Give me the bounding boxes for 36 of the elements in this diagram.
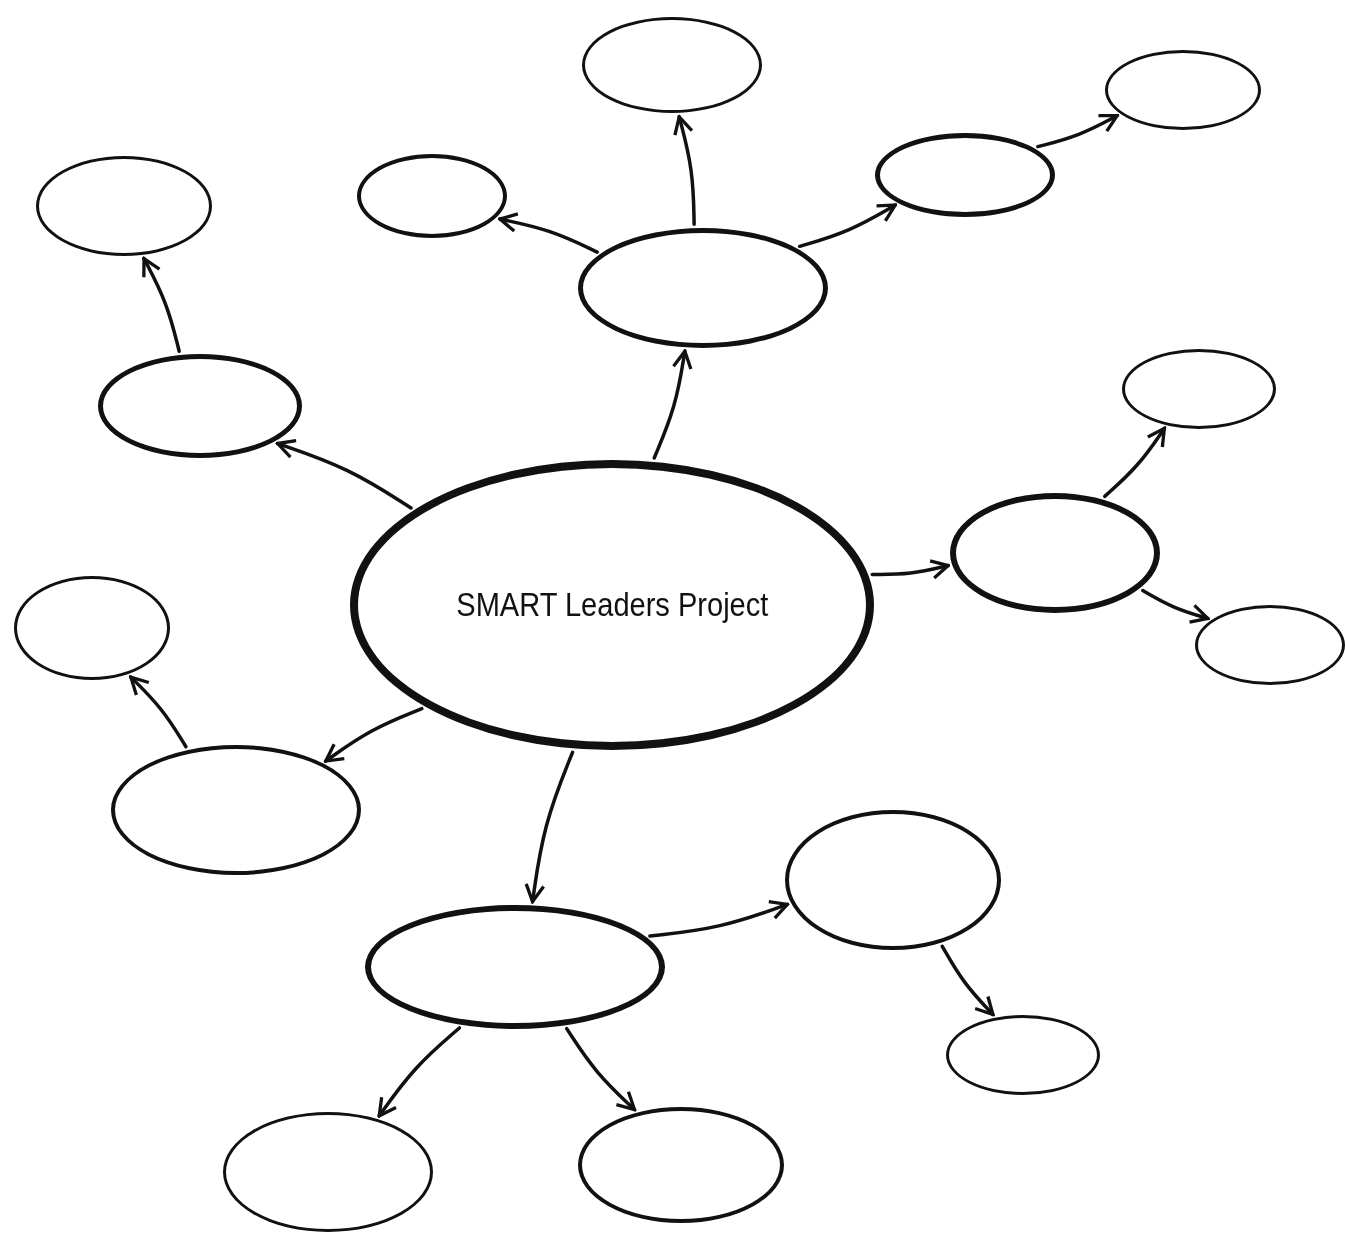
ellipse-node	[785, 810, 1001, 950]
ellipse-node	[365, 905, 665, 1029]
arrow	[1140, 588, 1210, 624]
ellipse-node	[1195, 605, 1345, 685]
arrow	[324, 706, 424, 763]
arrow	[564, 1026, 637, 1112]
arrow	[652, 349, 693, 460]
central-ellipse	[350, 460, 874, 750]
ellipse-node	[1105, 50, 1261, 130]
arrow	[1103, 426, 1167, 499]
ellipse-node	[111, 745, 361, 875]
arrow	[940, 944, 995, 1017]
ellipse-node	[1122, 349, 1276, 429]
arrow	[377, 1026, 462, 1118]
ellipse-node	[950, 493, 1160, 613]
ellipse-node	[357, 154, 507, 238]
arrow	[142, 256, 181, 353]
ellipse-node	[36, 156, 212, 256]
ellipse-node	[578, 228, 828, 348]
ellipse-node	[223, 1112, 433, 1232]
ellipse-node	[946, 1015, 1100, 1095]
arrow	[275, 438, 413, 510]
arrow	[498, 212, 599, 254]
arrow	[870, 559, 950, 580]
ellipse-node	[578, 1107, 784, 1223]
arrow	[524, 750, 575, 904]
ellipse-node	[98, 354, 302, 458]
ellipse-node	[875, 133, 1055, 217]
node-label: SMART Leaders Project	[455, 586, 768, 624]
arrow	[673, 115, 696, 226]
arrow	[1036, 113, 1119, 149]
ellipse-node	[14, 576, 170, 680]
arrow	[129, 675, 188, 749]
ellipse-node	[582, 17, 762, 113]
arrow	[797, 203, 897, 249]
arrow	[648, 900, 790, 938]
